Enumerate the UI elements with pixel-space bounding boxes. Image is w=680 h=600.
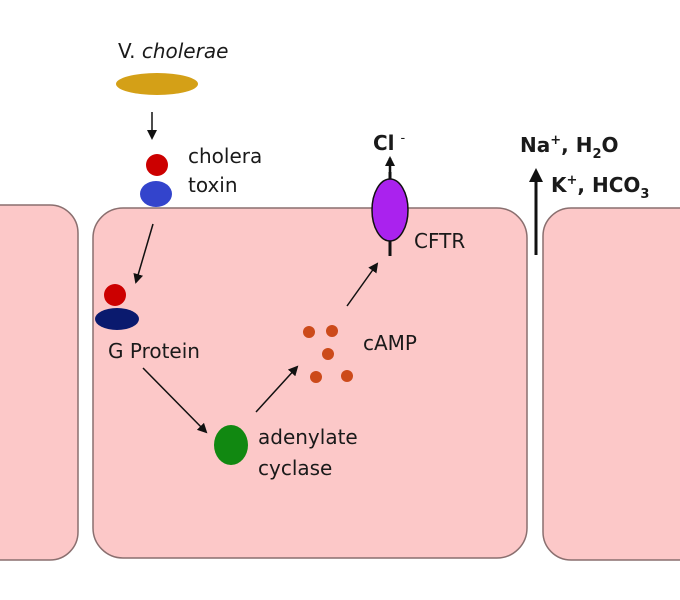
camp-dot [310,371,322,383]
g-protein-body [95,308,139,330]
camp-dot [341,370,353,382]
camp-dot [303,326,315,338]
adenylate-cyclase [214,425,248,465]
cholera-toxin-a-subunit [146,154,168,176]
arrow-adenylate-to-camp [255,365,299,413]
organism-italic: cholerae [142,39,229,63]
adenylate-label-line2: cyclase [258,456,332,480]
h2o-subscript: 2 [592,147,601,162]
camp-dot [322,348,334,360]
na-h2o-label: Na+, H2O [520,133,619,162]
organism-label: V. cholerae [118,39,228,63]
left-cell [0,204,79,561]
sodium-symbol: Na [520,133,550,157]
chloride-charge: - [401,131,406,146]
right-cell [542,207,680,561]
cftr-label: CFTR [414,229,465,253]
hco3-prefix: , HCO [577,173,640,197]
hco3-subscript: 3 [640,187,649,202]
organism-prefix: V. [118,39,142,63]
potassium-symbol: K [551,173,568,197]
sodium-charge: + [550,133,561,148]
chloride-label: Cl- [373,131,406,155]
k-hco3-label: K+, HCO3 [551,173,649,202]
arrow-toxin-to-g-protein [133,223,154,284]
cftr-channel [371,178,409,242]
potassium-charge: + [567,173,578,188]
toxin-label-line2: toxin [188,173,238,197]
adenylate-label-line1: adenylate [258,425,358,449]
cholera-toxin-b-subunit [140,181,172,207]
chloride-symbol: Cl [373,131,395,155]
toxin-label-line1: cholera [188,144,262,168]
arrow-g-protein-to-adenylate-cyclase [142,367,208,434]
vibrio-cholerae-bacterium [116,73,198,95]
camp-molecules [303,325,353,383]
arrow-camp-to-cftr [346,262,379,307]
g-protein-label: G Protein [108,339,200,363]
g-protein-red-subunit [104,284,126,306]
camp-dot [326,325,338,337]
h2o-prefix: , H [561,133,592,157]
h2o-suffix: O [602,133,619,157]
center-cell [92,207,528,559]
camp-label: cAMP [363,331,417,355]
